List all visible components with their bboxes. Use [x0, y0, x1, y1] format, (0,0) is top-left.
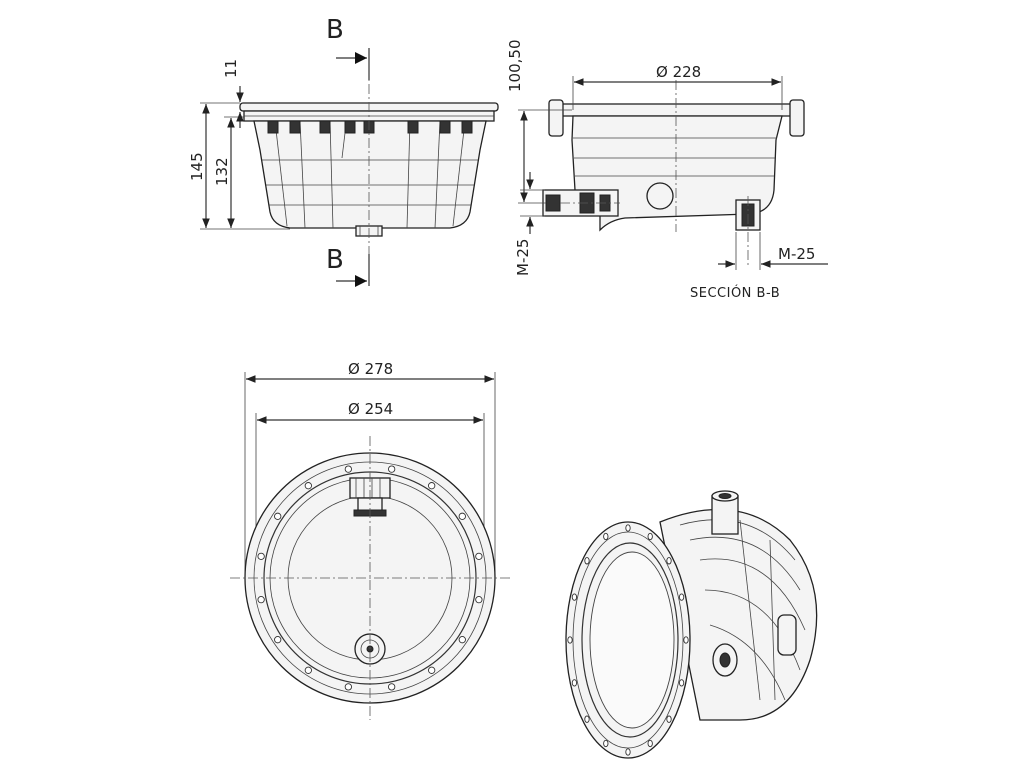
- bolt-hole: [647, 739, 653, 748]
- section-mark-top: B: [326, 15, 344, 45]
- bolt-hole: [625, 748, 631, 756]
- bolt-hole: [428, 666, 436, 674]
- dim-thread-right: M-25: [778, 245, 815, 263]
- bolt-hole: [603, 532, 609, 541]
- section-mark-bottom: B: [326, 245, 344, 275]
- bolt-hole: [274, 512, 282, 520]
- dim-thread-left: M-25: [514, 239, 532, 276]
- section-b-b-view: Ø 228 100,50 M-25 M-25 SECCIÓN B-B: [506, 40, 828, 301]
- bolt-hole: [603, 739, 609, 748]
- bolt-hole: [678, 593, 685, 601]
- dim-body-height: 132: [213, 157, 231, 186]
- section-caption: SECCIÓN B-B: [690, 285, 780, 301]
- bolt-hole: [571, 679, 578, 687]
- bolt-hole: [475, 552, 483, 560]
- bolt-hole: [257, 596, 265, 604]
- bolt-hole: [274, 636, 282, 644]
- bolt-hole: [625, 524, 631, 532]
- bolt-hole: [458, 636, 466, 644]
- dim-overall-height: 145: [188, 152, 206, 181]
- bolt-hole: [683, 636, 689, 644]
- bolt-hole: [344, 683, 352, 691]
- bolt-hole: [584, 557, 590, 565]
- bolt-hole: [571, 593, 578, 601]
- bolt-hole: [344, 465, 352, 473]
- side-elevation-view: B B 145 132 11: [188, 15, 499, 287]
- bolt-hole: [584, 715, 590, 723]
- dim-flange-height: 11: [222, 59, 240, 78]
- isometric-view: [565, 490, 818, 759]
- bolt-hole: [567, 636, 573, 644]
- bolt-hole: [458, 512, 466, 520]
- front-view: Ø 278 Ø 254: [230, 360, 510, 720]
- bolt-hole: [428, 482, 436, 490]
- bolt-hole: [678, 679, 685, 687]
- bolt-hole: [475, 596, 483, 604]
- bolt-hole: [666, 715, 672, 723]
- bolt-hole: [257, 552, 265, 560]
- bolt-hole: [304, 482, 312, 490]
- bolt-hole: [304, 666, 312, 674]
- dim-mid-diameter: Ø 254: [348, 400, 393, 418]
- dim-section-height: 100,50: [506, 40, 524, 93]
- bolt-hole: [666, 557, 672, 565]
- bolt-hole: [388, 683, 396, 691]
- bolt-hole: [388, 465, 396, 473]
- bolt-hole: [647, 532, 653, 541]
- dim-outer-diameter: Ø 278: [348, 360, 393, 378]
- dim-inner-diameter: Ø 228: [656, 63, 701, 81]
